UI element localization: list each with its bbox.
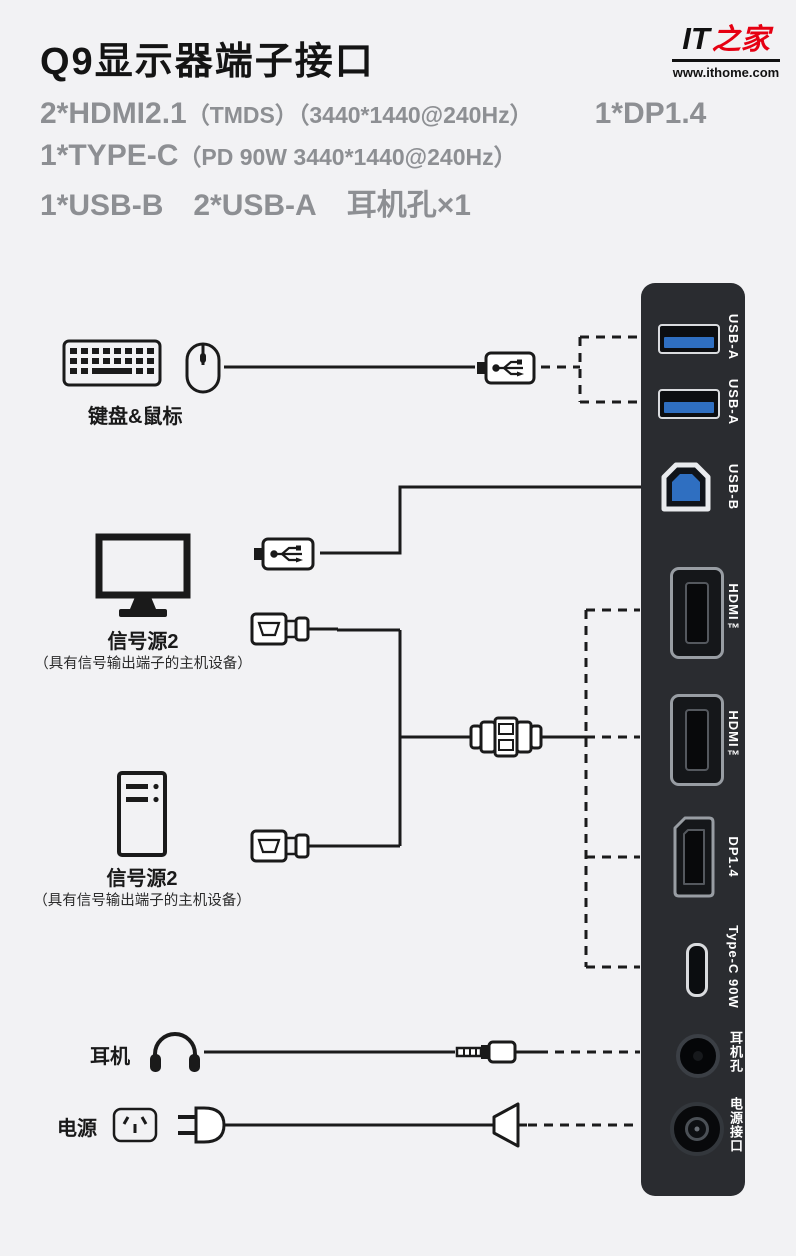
power-inlet-port[interactable] <box>670 1102 724 1156</box>
keyboard-icon <box>62 339 162 387</box>
spec-line: 2*HDMI2.1（TMDS）（3440*1440@240Hz） 1*DP1.4 <box>40 96 760 131</box>
port-label-audio: 耳机孔 <box>728 1031 743 1073</box>
port-label-power: 电源接口 <box>728 1097 743 1153</box>
usb-a-tongue <box>664 402 714 413</box>
power-cord-end-icon <box>486 1102 527 1148</box>
line-hdmi-tree <box>337 628 462 848</box>
port-label-type-c: Type-C 90W <box>726 925 741 1009</box>
mated-cable-connector-icon <box>462 716 550 758</box>
port-label-hdmi-2: HDMI™ <box>726 710 741 764</box>
usb-a-connector-icon <box>477 351 536 385</box>
power-pin <box>694 1126 700 1132</box>
usb-plug-icon <box>254 537 315 571</box>
port-label-usb-b: USB-B <box>726 463 741 511</box>
spec-list: 2*HDMI2.1（TMDS）（3440*1440@240Hz） 1*DP1.4 1… <box>40 96 760 231</box>
port-label-dp: DP1.4 <box>726 836 741 878</box>
source-top-label: 信号源2 <box>107 631 179 653</box>
logo-zhijia-text: 之家 <box>711 24 770 56</box>
port-label-hdmi-1: HDMI™ <box>726 583 741 637</box>
headphone-label: 耳机 <box>90 1046 130 1068</box>
spec-segment: 1*USB-B <box>40 189 164 222</box>
usb-b-port[interactable] <box>654 455 718 519</box>
usb-a-tongue <box>664 337 714 348</box>
spec-segment: 耳机孔×1 <box>346 189 471 222</box>
source-top-sublabel: （具有信号输出端子的主机设备） <box>34 656 252 672</box>
spec-segment: 1*DP1.4 <box>594 97 707 130</box>
ithome-logo-text: IT之家 <box>668 16 784 58</box>
spec-segment: 1*TYPE-C <box>40 139 179 172</box>
hdmi-port-2[interactable] <box>670 694 724 786</box>
line-usbb-port-to-plug <box>320 485 645 555</box>
logo-underline <box>672 59 780 62</box>
power-outlet-icon <box>112 1107 158 1143</box>
hdmi-port-1[interactable] <box>670 567 724 659</box>
audio-plug-icon <box>455 1040 539 1064</box>
logo-it-text: IT <box>682 21 710 56</box>
headphone-jack-port[interactable] <box>676 1034 720 1078</box>
tower-pc-icon <box>117 771 167 857</box>
source-bottom-label: 信号源2 <box>106 868 178 890</box>
hdmi-connector-icon-top <box>250 612 338 646</box>
dash-video-branch <box>584 608 640 969</box>
logo-site-url: www.ithome.com <box>672 65 780 80</box>
port-label-usb-a-1: USB-A <box>726 313 741 361</box>
keyboard-mouse-label: 键盘&鼠标 <box>88 406 183 428</box>
port-label-usb-a-2: USB-A <box>726 378 741 426</box>
type-c-port[interactable] <box>686 943 708 997</box>
headphones-icon <box>150 1032 200 1072</box>
spec-line: 1*USB-B 2*USB-A 耳机孔×1 <box>40 180 760 224</box>
spec-segment: （TMDS） <box>186 102 298 128</box>
hdmi-slot <box>685 709 709 771</box>
spec-segment: （PD 90W 3440*1440@240Hz） <box>178 144 517 170</box>
usb-a-port-1[interactable] <box>658 324 720 354</box>
usb-a-port-2[interactable] <box>658 389 720 419</box>
spec-line: 1*TYPE-C（PD 90W 3440*1440@240Hz） <box>40 138 760 173</box>
power-label: 电源 <box>57 1118 97 1140</box>
page-title: Q9显示器端子接口 <box>40 41 375 83</box>
spec-segment: 2*USB-A <box>193 189 317 222</box>
hdmi-slot <box>685 582 709 644</box>
mouse-icon <box>185 342 221 394</box>
spec-segment: （3440*1440@240Hz） <box>297 102 533 128</box>
dp-port[interactable] <box>670 813 718 901</box>
hdmi-connector-icon-bottom <box>250 829 338 863</box>
jack-hole <box>693 1051 703 1061</box>
power-plug-icon <box>178 1106 230 1144</box>
power-inner-ring <box>685 1117 709 1141</box>
monitor-icon <box>95 533 191 617</box>
spec-segment: 2*HDMI2.1 <box>40 97 187 130</box>
dash-usb-branch <box>541 335 640 404</box>
ithome-logo: IT之家 www.ithome.com <box>668 16 784 80</box>
source-bottom-sublabel: （具有信号输出端子的主机设备） <box>33 893 251 909</box>
